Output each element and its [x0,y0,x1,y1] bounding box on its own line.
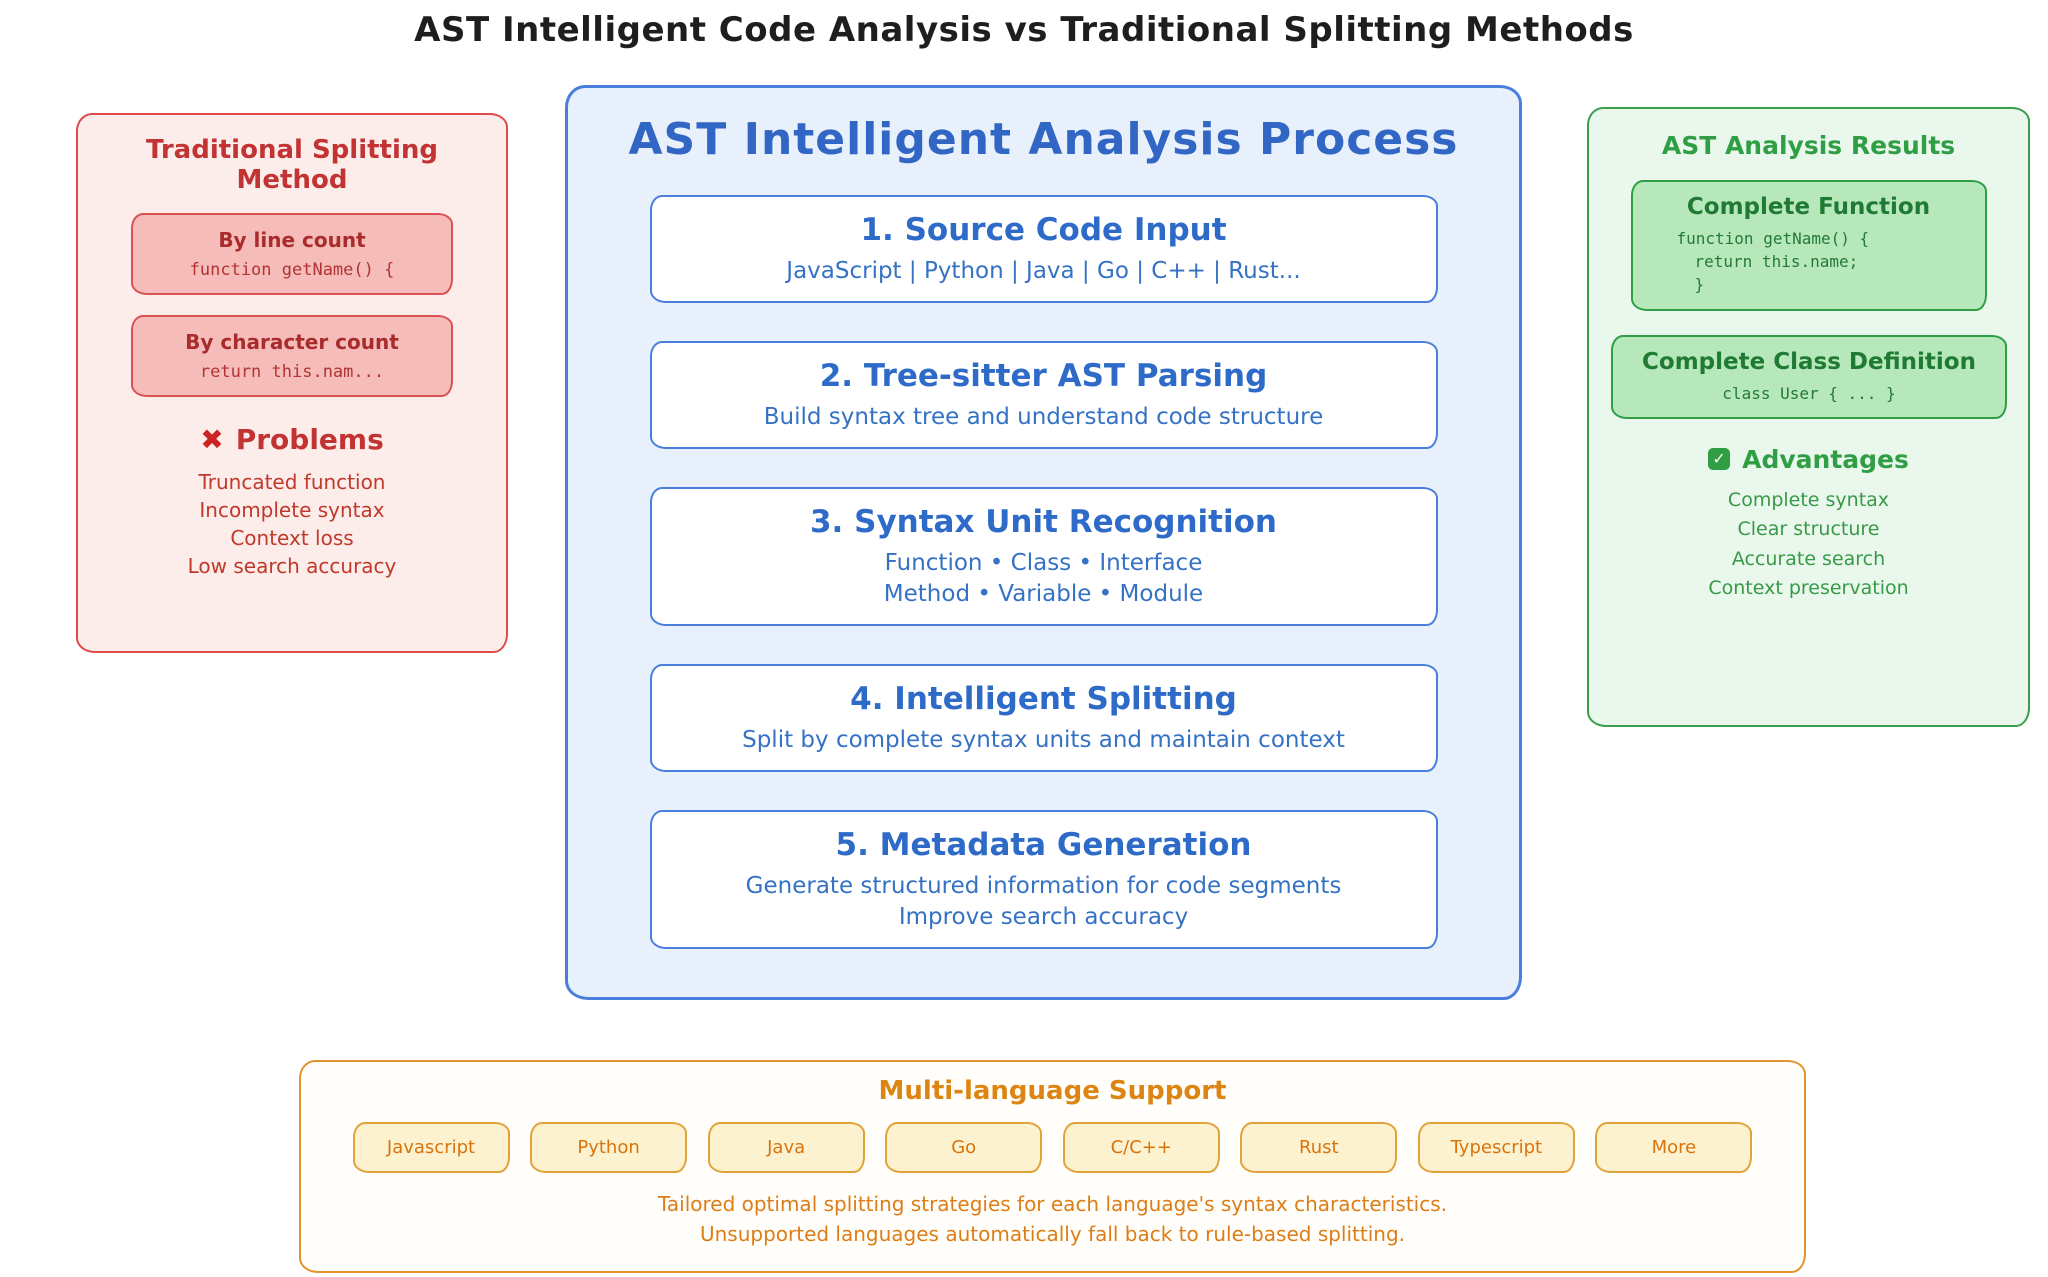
advantages-heading: ✓ Advantages [1611,445,2006,474]
language-note: Tailored optimal splitting strategies fo… [657,1192,1448,1216]
multi-language-title: Multi-language Support [878,1076,1227,1106]
by-line-count-code: function getName() { [189,260,395,280]
problems-heading: ✖ Problems [102,423,482,456]
step-title: 1. Source Code Input [860,212,1227,248]
advantage-item: Clear structure [1737,518,1880,541]
ast-results-panel: AST Analysis Results Complete Function f… [1587,107,2030,727]
by-line-count-label: By line count [218,228,366,252]
step-ast-parsing: 2. Tree-sitter AST Parsing Build syntax … [649,341,1438,450]
problem-item: Context loss [230,526,354,550]
language-chip-python: Python [530,1122,688,1173]
ast-process-panel: AST Intelligent Analysis Process 1. Sour… [565,85,1522,1000]
language-chip-javascript: Javascript [352,1122,510,1173]
step-subtitle: Improve search accuracy [898,904,1189,931]
step-title: 5. Metadata Generation [835,827,1252,864]
advantage-item: Complete syntax [1727,488,1890,511]
problem-item: Incomplete syntax [199,498,385,522]
language-chip-more: More [1595,1122,1753,1173]
language-chip-go: Go [885,1122,1043,1173]
by-character-count-label: By character count [185,330,399,354]
by-line-count-box: By line count function getName() { [131,213,453,295]
x-mark-icon: ✖ [200,422,224,456]
language-note: Unsupported languages automatically fall… [699,1222,1406,1246]
code-line: function getName() { [1676,229,1870,248]
step-intelligent-splitting: 4. Intelligent Splitting Split by comple… [649,664,1438,773]
ast-process-title: AST Intelligent Analysis Process [628,114,1459,165]
advantages-list: Complete syntax Clear structure Accurate… [1611,486,2006,604]
checkbox-checked-icon: ✓ [1708,448,1731,471]
step-syntax-unit-recognition: 3. Syntax Unit Recognition Function • Cl… [649,487,1438,627]
language-chip-typescript: Typescript [1417,1122,1575,1173]
step-subtitle: Build syntax tree and understand code st… [763,404,1324,431]
language-chip-c-cpp: C/C++ [1062,1122,1220,1173]
complete-class-definition-title: Complete Class Definition [1642,348,1976,375]
step-subtitle: Function • Class • Interface [884,550,1203,577]
problem-item: Low search accuracy [187,554,397,578]
step-title: 4. Intelligent Splitting [850,681,1237,718]
language-chips: Javascript Python Java Go C/C++ Rust Typ… [352,1122,1753,1173]
ast-results-title: AST Analysis Results [1661,131,1956,160]
step-subtitle: Generate structured information for code… [745,873,1342,900]
problems-list: Truncated function Incomplete syntax Con… [102,468,482,580]
step-title: 2. Tree-sitter AST Parsing [819,358,1268,395]
code-line: return this.name; [1694,252,1859,272]
language-chip-rust: Rust [1240,1122,1398,1173]
problems-title: Problems [235,423,384,456]
problem-item: Truncated function [198,470,386,494]
advantages-title: Advantages [1742,444,1909,474]
advantage-item: Accurate search [1731,547,1886,570]
step-source-code-input: 1. Source Code Input JavaScript | Python… [649,195,1438,304]
traditional-panel-title: Traditional Splitting Method [145,135,439,195]
complete-function-title: Complete Function [1686,194,1931,220]
traditional-splitting-panel: Traditional Splitting Method By line cou… [76,113,508,653]
code-line: class User { ... } [1722,383,1896,403]
complete-function-box: Complete Function function getName() { r… [1630,180,1987,311]
complete-class-definition-box: Complete Class Definition class User { .… [1611,334,2007,419]
diagram-title: AST Intelligent Code Analysis vs Traditi… [414,10,1634,50]
by-character-count-code: return this.nam... [199,362,385,382]
by-character-count-box: By character count return this.nam... [131,315,453,397]
step-metadata-generation: 5. Metadata Generation Generate structur… [649,810,1438,950]
code-line: } [1694,275,1705,295]
language-chip-java: Java [707,1122,865,1173]
step-title: 3. Syntax Unit Recognition [809,504,1277,541]
step-subtitle: Split by complete syntax units and maint… [742,727,1345,754]
process-steps: 1. Source Code Input JavaScript | Python… [649,195,1438,950]
step-subtitle: Method • Variable • Module [883,581,1204,608]
step-subtitle: JavaScript | Python | Java | Go | C++ | … [786,258,1301,284]
advantage-item: Context preservation [1708,577,1909,600]
multi-language-panel: Multi-language Support Javascript Python… [299,1060,1806,1273]
